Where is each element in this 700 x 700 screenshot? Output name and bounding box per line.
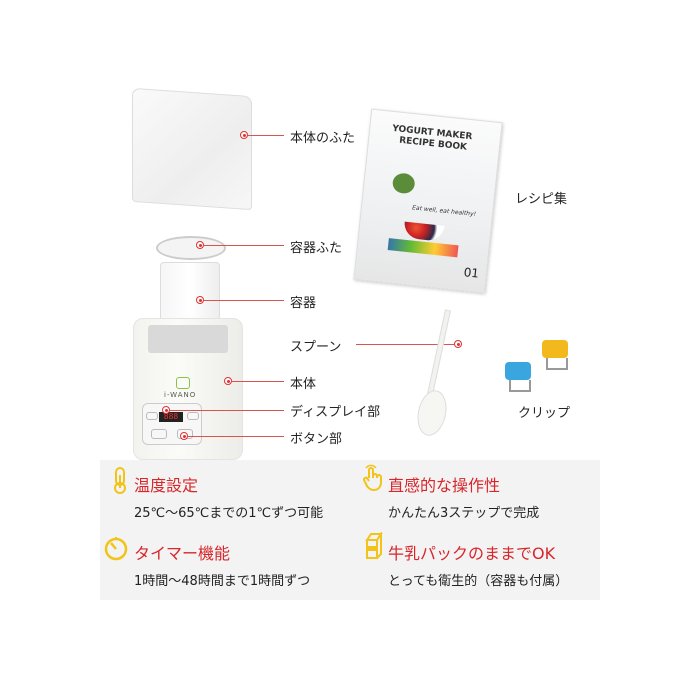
label-body: 本体 (290, 377, 317, 392)
button-bottom-left[interactable] (151, 429, 167, 439)
feature-title-milk-carton: 牛乳パックのままでOK (388, 544, 556, 563)
label-recipe: レシピ集 (515, 192, 568, 207)
book-stack-image (387, 238, 459, 258)
spoon-image (425, 309, 451, 401)
label-container: 容器 (290, 296, 317, 311)
button-left[interactable] (146, 412, 158, 420)
display: 888 (159, 412, 183, 422)
thermometer-icon (114, 467, 126, 494)
timer-icon (104, 537, 128, 561)
recipe-book-number: 01 (463, 265, 480, 281)
label-buttons: ボタン部 (290, 432, 343, 447)
feature-desc-milk-carton: とっても衛生的（容器も付属） (388, 574, 569, 589)
yellow-clip-image (542, 340, 568, 358)
recipe-book-image: YOGURT MAKER RECIPE BOOK Eat well, eat h… (353, 108, 503, 294)
label-clip: クリップ (518, 406, 571, 421)
blue-clip-image (505, 362, 531, 380)
recipe-book-tagline: Eat well, eat healthy! (411, 204, 477, 219)
yogurt-maker-body: i-WANO 888 (133, 318, 243, 460)
lid-image (132, 87, 252, 211)
feature-desc-temperature: 25℃〜65℃までの1℃ずつ可能 (134, 506, 324, 521)
feature-title-timer: タイマー機能 (134, 544, 231, 563)
brand-logo-icon (176, 377, 190, 389)
plant-image (391, 172, 416, 195)
feature-title-temperature: 温度設定 (134, 476, 199, 495)
spoon-bowl-image (413, 387, 451, 439)
features-panel: 温度設定 25℃〜65℃までの1℃ずつ可能 直感的な操作性 かんたん3ステップで… (100, 460, 600, 600)
label-spoon: スプーン (290, 340, 342, 355)
milk-carton-icon (365, 532, 383, 559)
touch-hand-icon (363, 464, 382, 492)
label-container-lid: 容器ふた (290, 241, 343, 256)
feature-desc-operation: かんたん3ステップで完成 (388, 506, 540, 521)
feature-title-operation: 直感的な操作性 (388, 476, 501, 495)
button-right[interactable] (187, 412, 199, 420)
fruit-bowl-image (403, 221, 445, 242)
label-display: ディスプレイ部 (290, 405, 381, 420)
container-lid-image (156, 236, 226, 260)
container-image (160, 262, 220, 328)
brand-label: i-WANO (164, 391, 197, 399)
label-lid: 本体のふた (290, 131, 356, 146)
feature-desc-timer: 1時間〜48時間まで1時間ずつ (134, 574, 311, 589)
